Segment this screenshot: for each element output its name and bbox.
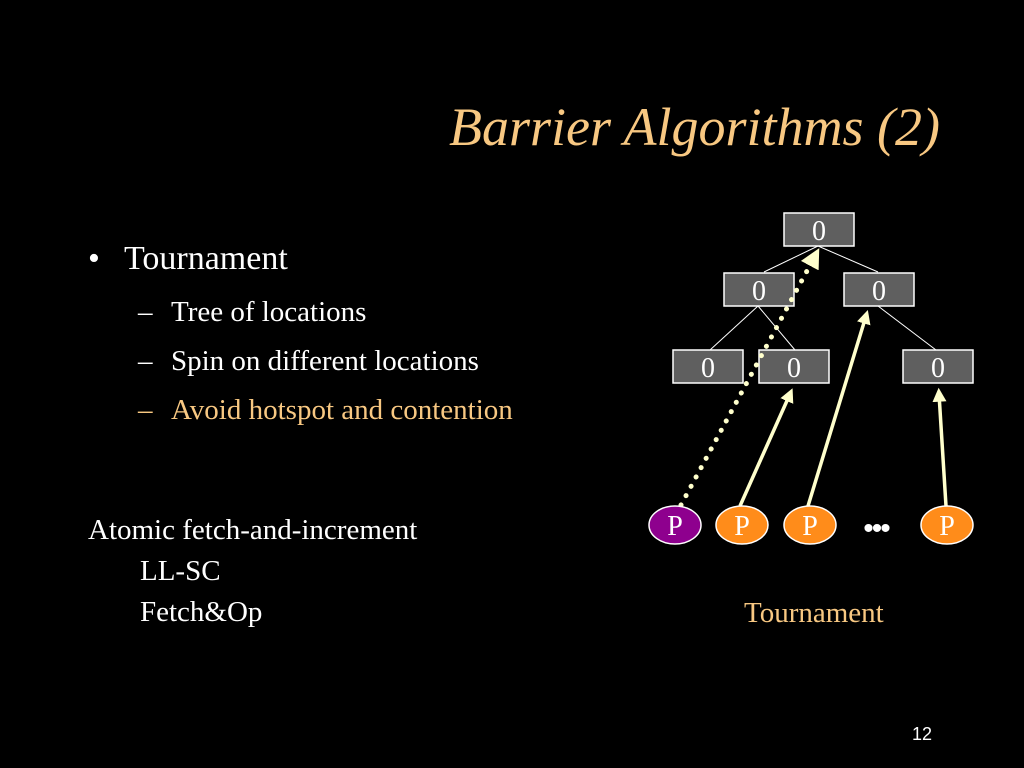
subitem-marker: – [138, 394, 153, 426]
processor-p2: P [715, 505, 769, 545]
tree-edge [763, 245, 819, 273]
atomic-item-fetchop: Fetch&Op [140, 596, 263, 628]
subitem-text: Avoid hotspot and contention [171, 394, 513, 426]
node-label: 0 [701, 353, 715, 384]
atomic-item-llsc: LL-SC [140, 555, 221, 587]
tree-edge [817, 245, 879, 273]
bullet-tournament: • Tournament [88, 240, 288, 278]
subitem-marker: – [138, 345, 153, 377]
arrow-p2-to-leaf [738, 388, 794, 507]
tree-node-leaf-3: 0 [902, 349, 974, 384]
node-label: 0 [812, 216, 826, 247]
atomic-heading: Atomic fetch-and-increment [88, 514, 418, 546]
arrow-p4-to-leaf [932, 387, 948, 507]
node-label: 0 [787, 353, 801, 384]
processor-label: P [734, 511, 750, 542]
bullet-text: Tournament [124, 240, 288, 277]
processor-p3: P [783, 505, 837, 545]
processor-label: P [667, 511, 683, 542]
diagram-caption: Tournament [744, 597, 884, 629]
tree-edge [877, 305, 937, 351]
slide-title: Barrier Algorithms (2) [448, 97, 940, 157]
tree-node-mid-left: 0 [723, 272, 795, 307]
tree-node-mid-right: 0 [843, 272, 915, 307]
node-label: 0 [931, 353, 945, 384]
tree-edge [709, 305, 759, 351]
subitem-marker: – [138, 296, 153, 328]
subitem-tree-of-locations: –Tree of locations [138, 296, 366, 329]
processor-label: P [939, 511, 955, 542]
page-number: 12 [912, 724, 933, 744]
subitem-avoid-hotspot: –Avoid hotspot and contention [138, 394, 513, 427]
bullet-marker: • [88, 240, 100, 277]
subitem-text: Tree of locations [171, 296, 367, 328]
processor-p1: P [648, 505, 702, 545]
tree-node-leaf-1: 0 [672, 349, 744, 384]
node-label: 0 [752, 276, 766, 307]
subitem-text: Spin on different locations [171, 345, 479, 377]
ellipsis-dots: ••• [863, 512, 890, 545]
tree-node-root: 0 [783, 212, 855, 247]
processor-label: P [802, 511, 818, 542]
node-label: 0 [872, 276, 886, 307]
tree-node-leaf-2: 0 [758, 349, 830, 384]
subitem-spin-locations: –Spin on different locations [138, 345, 479, 378]
dotted-arrow-p1-to-root [678, 248, 820, 508]
processor-p4: P [920, 505, 974, 545]
arrow-p3-to-mid-right [806, 309, 871, 507]
